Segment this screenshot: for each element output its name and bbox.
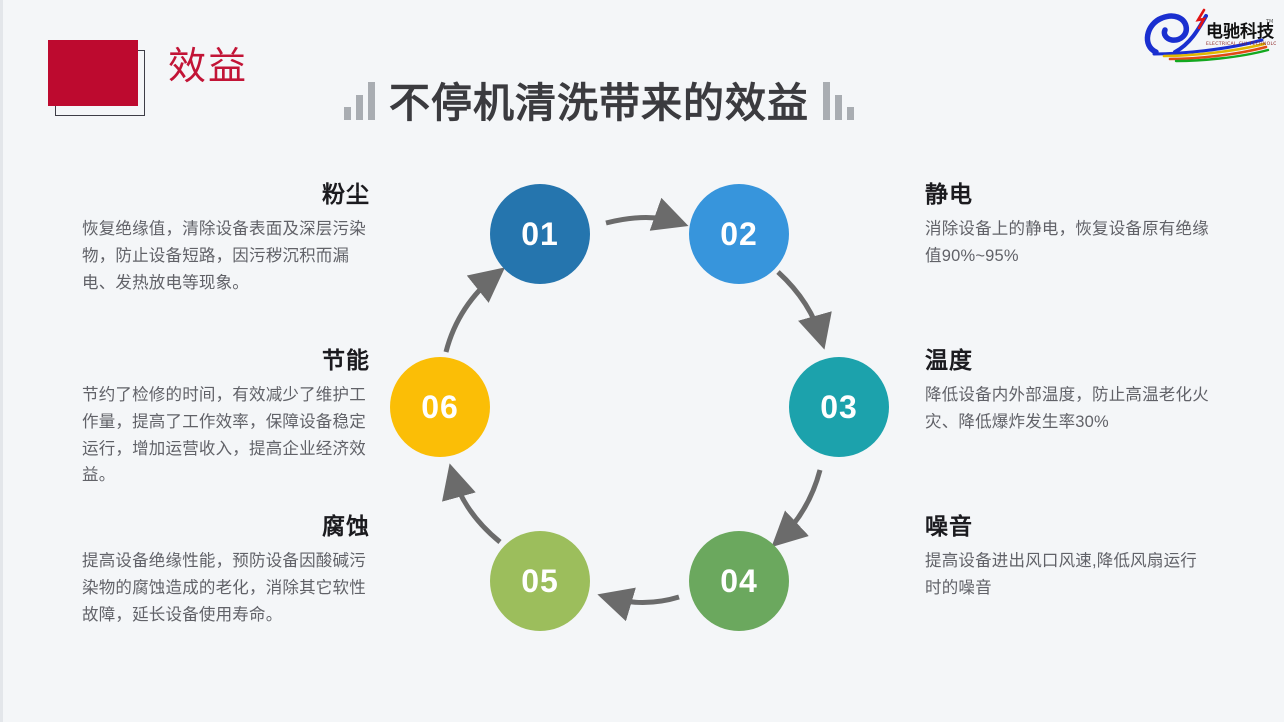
- arrow-05-to-06: [442, 463, 502, 544]
- benefit-body-corrosion: 提高设备绝缘性能，预防设备因酸碱污染物的腐蚀造成的老化，消除其它软性故障，延长设…: [82, 552, 366, 624]
- cycle-node-03[interactable]: 03: [789, 357, 889, 457]
- cycle-arrows: [442, 197, 832, 622]
- cycle-node-02[interactable]: 02: [689, 184, 789, 284]
- benefit-block-temperature: 温度 降低设备内外部温度，防止高温老化火灾、降低爆炸发生率30%: [925, 347, 1213, 436]
- benefit-block-dust: 粉尘 恢复绝缘值，清除设备表面及深层污染物，防止设备短路，因污秽沉积而漏电、发热…: [82, 181, 370, 296]
- benefit-body-energy-saving: 节约了检修的时间，有效减少了维护工作量，提高了工作效率，保障设备稳定运行，增加运…: [82, 386, 366, 485]
- cycle-node-01[interactable]: 01: [490, 184, 590, 284]
- benefit-body-temperature: 降低设备内外部温度，防止高温老化火灾、降低爆炸发生率30%: [925, 386, 1209, 432]
- cycle-node-04-number: 04: [720, 562, 758, 599]
- cycle-node-06-number: 06: [421, 388, 459, 425]
- cycle-node-01-number: 01: [521, 215, 559, 252]
- badge-red-square: [48, 40, 138, 106]
- benefit-title-dust: 粉尘: [322, 181, 370, 207]
- cycle-node-05-number: 05: [521, 562, 559, 599]
- section-badge: [48, 40, 145, 116]
- page-title-row: 不停机清洗带来的效益: [344, 66, 854, 124]
- section-label: 效益: [168, 46, 249, 88]
- bar-chart-descending-icon: [823, 80, 854, 124]
- arrow-02-to-03: [776, 270, 832, 350]
- benefit-title-corrosion: 腐蚀: [322, 513, 370, 539]
- benefit-title-static-electricity: 静电: [925, 181, 973, 207]
- benefit-block-static-electricity: 静电 消除设备上的静电，恢复设备原有绝缘值90%~95%: [925, 181, 1213, 270]
- page-title: 不停机清洗带来的效益: [389, 80, 809, 126]
- benefit-block-energy-saving: 节能 节约了检修的时间，有效减少了维护工作量，提高了工作效率，保障设备稳定运行，…: [82, 347, 370, 489]
- arrow-03-to-04: [771, 469, 823, 548]
- benefit-body-dust: 恢复绝缘值，清除设备表面及深层污染物，防止设备短路，因污秽沉积而漏电、发热放电等…: [82, 220, 366, 292]
- arrow-06-to-01: [443, 267, 506, 353]
- slide-left-edge-border: [0, 0, 3, 722]
- benefit-block-noise: 噪音 提高设备进出风口风速,降低风扇运行时的噪音: [925, 513, 1213, 602]
- company-logo: 电驰科技 ELECTRICAL CHI TECHNOLOGY TM: [1140, 4, 1284, 66]
- cycle-diagram: 01 02 03 04 05 06: [380, 160, 889, 660]
- benefit-title-energy-saving: 节能: [322, 347, 370, 373]
- cycle-node-02-number: 02: [720, 215, 758, 252]
- svg-text:ELECTRICAL CHI TECHNOLOGY: ELECTRICAL CHI TECHNOLOGY: [1206, 41, 1276, 47]
- bar-chart-ascending-icon: [344, 80, 375, 124]
- benefit-title-temperature: 温度: [925, 347, 973, 373]
- cycle-node-05[interactable]: 05: [490, 531, 590, 631]
- benefit-body-static-electricity: 消除设备上的静电，恢复设备原有绝缘值90%~95%: [925, 220, 1209, 266]
- cycle-node-04[interactable]: 04: [689, 531, 789, 631]
- arrow-04-to-05: [597, 587, 680, 622]
- cycle-node-06[interactable]: 06: [390, 357, 490, 457]
- cycle-node-03-number: 03: [820, 388, 858, 425]
- benefit-title-noise: 噪音: [925, 513, 973, 539]
- arrow-01-to-02: [605, 197, 689, 231]
- benefit-block-corrosion: 腐蚀 提高设备绝缘性能，预防设备因酸碱污染物的腐蚀造成的老化，消除其它软性故障，…: [82, 513, 370, 628]
- svg-text:TM: TM: [1265, 19, 1273, 25]
- svg-text:电驰科技: 电驰科技: [1206, 21, 1275, 42]
- benefit-body-noise: 提高设备进出风口风速,降低风扇运行时的噪音: [925, 552, 1197, 598]
